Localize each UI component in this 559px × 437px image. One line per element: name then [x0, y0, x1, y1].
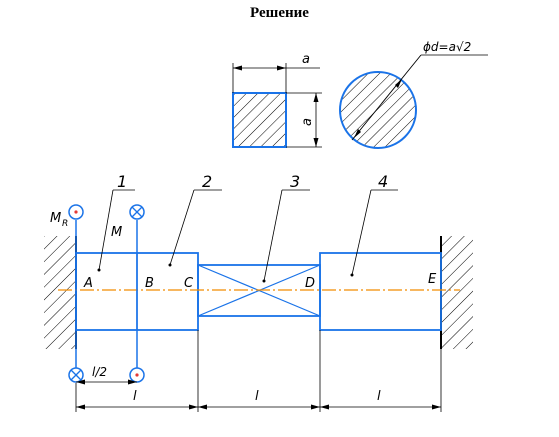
- square-section: a a: [232, 52, 322, 148]
- dim-seg1-label: l: [133, 389, 137, 404]
- square-hatch: [232, 92, 287, 148]
- part-1-leader: 1: [97, 172, 135, 272]
- dim-half-label: l/2: [92, 365, 107, 379]
- circle-diameter-line: [351, 54, 422, 141]
- point-a-label: A: [83, 276, 93, 291]
- circle-outline: [339, 71, 417, 149]
- part-1-number: 1: [117, 172, 127, 191]
- part-2-number: 2: [202, 172, 212, 191]
- part-2-leader: 2: [168, 172, 222, 267]
- part-3-number: 3: [290, 172, 300, 191]
- shaft-segment-4: [319, 252, 442, 331]
- part-4-leader: 4: [350, 172, 398, 277]
- dim-seg3-label: l: [377, 389, 381, 404]
- moment-left-label: M: [50, 211, 61, 226]
- circle-section: ϕd=a√2: [339, 40, 488, 149]
- point-b-label: B: [145, 276, 154, 291]
- part-4-number: 4: [378, 172, 388, 191]
- part-3-leader: 3: [262, 172, 310, 283]
- moment-left: M R: [50, 204, 84, 383]
- point-e-label: E: [428, 272, 437, 287]
- dim-seg2-label: l: [255, 389, 259, 404]
- left-wall: [44, 236, 77, 349]
- point-c-label: C: [184, 276, 194, 291]
- square-height-label: a: [300, 118, 315, 126]
- point-d-label: D: [305, 276, 315, 291]
- moment-left-subscript: R: [62, 219, 68, 229]
- page-title: Решение: [250, 5, 309, 21]
- moment-right-label: M: [111, 225, 122, 240]
- moment-right: M: [111, 204, 145, 383]
- circle-diameter-label: ϕd=a√2: [423, 40, 471, 54]
- dim-half: l/2: [76, 365, 137, 385]
- square-width-label: a: [302, 52, 310, 67]
- right-wall: [440, 236, 473, 349]
